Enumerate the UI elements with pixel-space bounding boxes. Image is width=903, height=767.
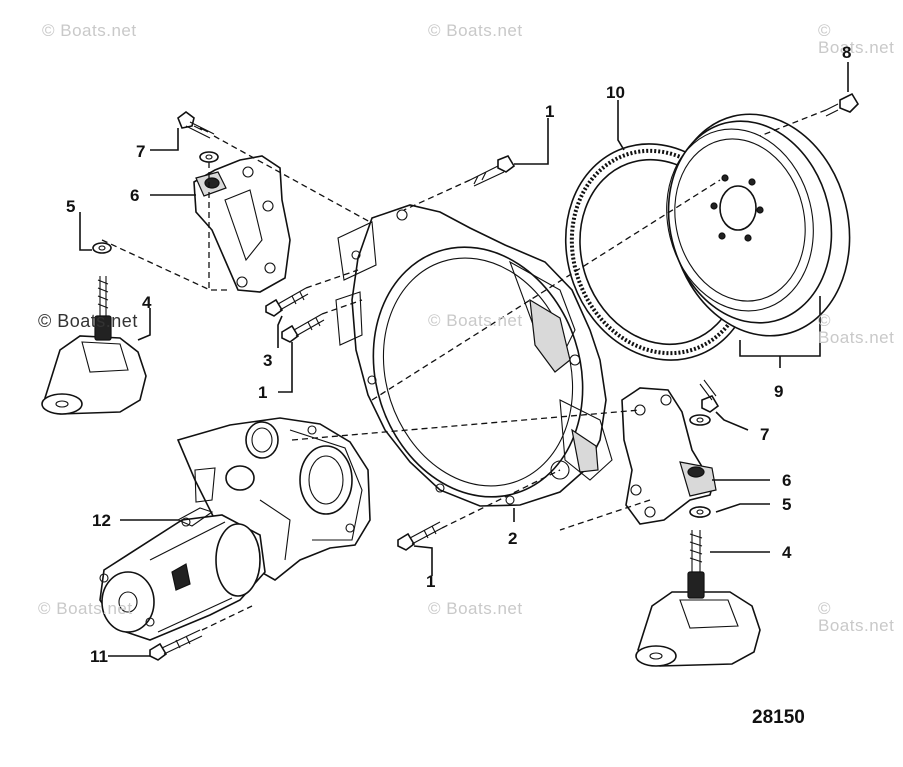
bolt-1-left [281, 313, 325, 343]
bolt-1-top [469, 155, 516, 187]
callout-9: 9 [774, 382, 784, 401]
watermark: © Boats.net [38, 311, 138, 331]
right-engine-mount [635, 506, 761, 667]
bolt-7-right [699, 379, 720, 413]
callout-1-bottom: 1 [426, 572, 436, 591]
bolt-7-left [177, 111, 215, 139]
watermark: © Boats.net [428, 599, 523, 618]
callout-7-left: 7 [136, 142, 146, 161]
callout-1-top: 1 [545, 102, 555, 121]
left-mount-bracket [193, 155, 291, 293]
callout-5-left: 5 [66, 197, 76, 216]
watermark: © Boats.net [818, 21, 895, 57]
watermark: © Boats.net [428, 311, 523, 330]
washer-left [199, 151, 219, 163]
right-mount-bracket [621, 387, 717, 525]
callout-6-left: 6 [130, 186, 140, 205]
engine-block-section [176, 417, 371, 581]
watermark: © Boats.net [42, 21, 137, 40]
callout-5-right: 5 [782, 495, 792, 514]
flywheel-housing [335, 204, 613, 507]
watermark: © Boats.net [38, 599, 133, 618]
callout-11: 11 [90, 647, 108, 666]
bolt-1-bottom [397, 521, 443, 551]
left-engine-mount [41, 242, 147, 415]
bolt-8 [825, 92, 860, 117]
figure-number: 28150 [752, 707, 805, 728]
callout-4-left: 4 [142, 293, 152, 312]
watermark: © Boats.net [818, 311, 895, 347]
bolt-3 [265, 287, 309, 317]
callout-1-left: 1 [258, 383, 268, 402]
callout-8: 8 [842, 43, 852, 62]
assembly-lines [101, 109, 827, 631]
watermark: © Boats.net [428, 21, 523, 40]
bolt-11 [149, 629, 203, 661]
callout-7-right: 7 [760, 425, 770, 444]
watermark: © Boats.net [818, 599, 895, 635]
leader-lines [79, 62, 849, 657]
callout-12: 12 [92, 511, 111, 530]
callout-3: 3 [263, 351, 273, 370]
washer-right-bottom [689, 506, 711, 518]
callout-10: 10 [606, 83, 625, 102]
callout-6-right: 6 [782, 471, 792, 490]
flywheel [666, 113, 851, 337]
starter-motor [99, 507, 266, 641]
callout-4-right: 4 [782, 543, 792, 562]
washer-right-top [689, 414, 711, 426]
callout-2: 2 [508, 529, 518, 548]
